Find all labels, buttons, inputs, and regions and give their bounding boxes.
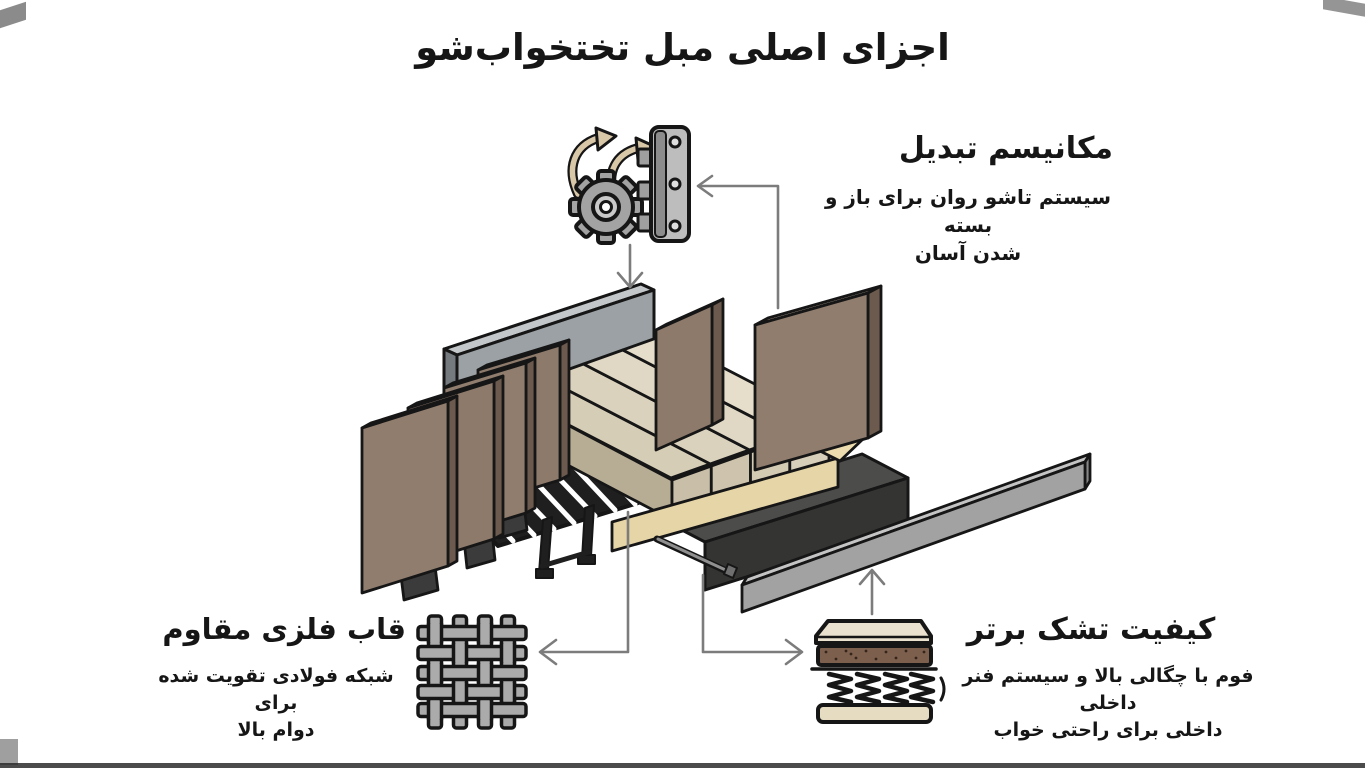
gear-rotation-hinge-icon: [567, 125, 691, 245]
mattress-label-title: کیفیت تشک برتر: [966, 612, 1216, 647]
mattress-desc-line1: فوم با چگالی بالا و سیستم فنر داخلی: [962, 665, 1254, 714]
gear-icon: [568, 169, 644, 245]
sofa-armrest-panels-left: [360, 338, 571, 602]
mesh-weave-overlays: [426, 622, 517, 721]
metal-frame-desc-line1: شبکه فولادی تقویت شده برای: [158, 665, 394, 714]
bed-frame-legs: [535, 504, 596, 579]
metal-frame-label-title: قاب فلزی مقاوم: [162, 612, 406, 646]
mechanism-desc-line2: شدن آسان: [914, 241, 1022, 265]
mechanism-label-title: مکانیسم تبدیل: [898, 131, 1113, 166]
sofa-illustration: [360, 282, 1092, 614]
hinge-bracket-icon: [636, 125, 691, 243]
connector-mattress-arrow: [701, 573, 804, 666]
bottom-edge-artifact: [0, 763, 1365, 768]
metal-mesh-icon: [416, 614, 528, 730]
spring-coils: [826, 671, 936, 705]
sofa-support-rod: [653, 535, 738, 579]
metal-frame-label-description: شبکه فولادی تقویت شده برای دوام بالا: [140, 663, 412, 744]
metal-frame-desc-line2: دوام بالا: [237, 719, 315, 741]
mattress-layers-icon: [810, 619, 946, 724]
mechanism-desc-line1: سیستم تاشو روان برای باز و بسته: [824, 185, 1112, 237]
corner-artifact-bottom-left: [0, 739, 18, 765]
page-title: اجزای اصلی مبل تختخواب‌شو: [415, 26, 950, 69]
connector-frame-arrow: [538, 510, 630, 666]
arrow-panel-up: [858, 568, 886, 616]
mechanism-label-description: سیستم تاشو روان برای باز و بسته شدن آسان: [824, 183, 1112, 267]
mattress-label-description: فوم با چگالی بالا و سیستم فنر داخلی داخل…: [938, 663, 1278, 744]
arrow-gear-to-sofa: [616, 243, 644, 289]
sofa-front-panel: [740, 452, 1092, 614]
sofa-armrest-panels-right: [654, 284, 883, 472]
connector-mechanism-arrow: [696, 174, 780, 310]
mattress-desc-line2: داخلی برای راحتی خواب: [993, 719, 1223, 741]
foam-speckles: [824, 649, 926, 661]
